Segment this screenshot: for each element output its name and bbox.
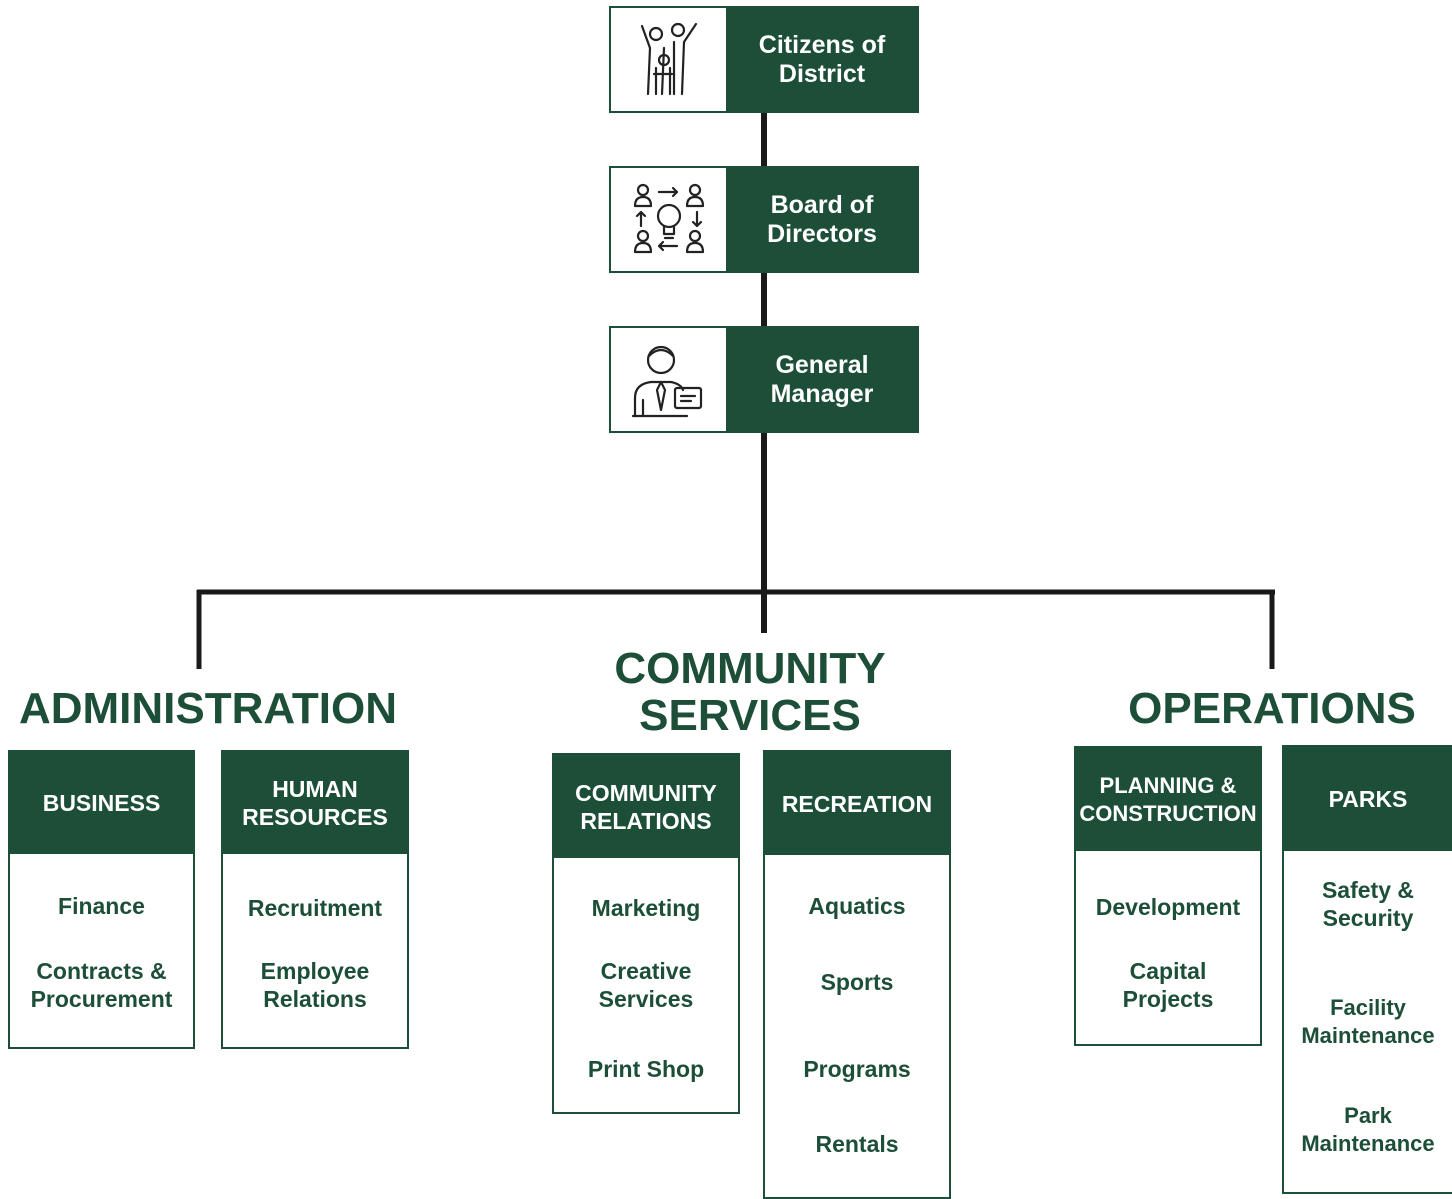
unit-head-business: BUSINESS	[10, 752, 193, 854]
unit-business: BUSINESS Finance Contracts & Procurement	[8, 750, 195, 1049]
manager-label: General Manager	[727, 328, 917, 431]
list-item-sports: Sports	[820, 969, 894, 995]
list-item-contracts-procurement: Contracts & Procurement	[30, 958, 173, 1012]
unit-planning-construction: PLANNING & CONSTRUCTION Development Capi…	[1074, 746, 1262, 1046]
family-icon	[611, 8, 727, 111]
list-item-finance: Finance	[58, 893, 145, 919]
unit-head-parks: PARKS	[1284, 747, 1452, 851]
division-title-community-services: COMMUNITY SERVICES	[614, 644, 886, 740]
unit-human-resources: HUMAN RESOURCES Recruitment Employee Rel…	[221, 750, 409, 1049]
unit-head-planning-construction: PLANNING & CONSTRUCTION	[1076, 748, 1260, 851]
board-label: Board of Directors	[727, 168, 917, 271]
unit-head-recreation: RECREATION	[765, 752, 949, 855]
list-item-employee-relations: Employee Relations	[260, 958, 370, 1012]
citizens-box: Citizens of District	[609, 6, 919, 113]
unit-head-human-resources: HUMAN RESOURCES	[223, 752, 407, 854]
list-item-creative-services: Creative Services	[598, 958, 694, 1012]
unit-community-relations: COMMUNITY RELATIONS Marketing Creative S…	[552, 753, 740, 1114]
list-item-recruitment: Recruitment	[247, 895, 383, 921]
list-item-print-shop: Print Shop	[587, 1056, 705, 1082]
unit-parks: PARKS Safety & Security Facility Mainten…	[1282, 745, 1452, 1194]
unit-head-community-relations: COMMUNITY RELATIONS	[554, 755, 738, 858]
citizens-label: Citizens of District	[727, 8, 917, 111]
list-item-aquatics: Aquatics	[808, 893, 906, 919]
list-item-park-maintenance: Park Maintenance	[1301, 1103, 1435, 1156]
unit-recreation: RECREATION Aquatics Sports Programs Rent…	[763, 750, 951, 1199]
list-item-development: Development	[1095, 894, 1241, 920]
list-item-rentals: Rentals	[815, 1131, 899, 1157]
division-title-administration: ADMINISTRATION	[18, 684, 398, 733]
list-item-facility-maintenance: Facility Maintenance	[1301, 995, 1435, 1048]
manager-icon	[611, 328, 727, 431]
list-item-capital-projects: Capital Projects	[1122, 958, 1214, 1012]
list-item-marketing: Marketing	[591, 895, 701, 921]
board-collaboration-icon	[611, 168, 727, 271]
list-item-programs: Programs	[803, 1056, 911, 1082]
board-box: Board of Directors	[609, 166, 919, 273]
manager-box: General Manager	[609, 326, 919, 433]
division-title-operations: OPERATIONS	[1128, 684, 1416, 733]
list-item-safety-security: Safety & Security	[1321, 877, 1415, 931]
